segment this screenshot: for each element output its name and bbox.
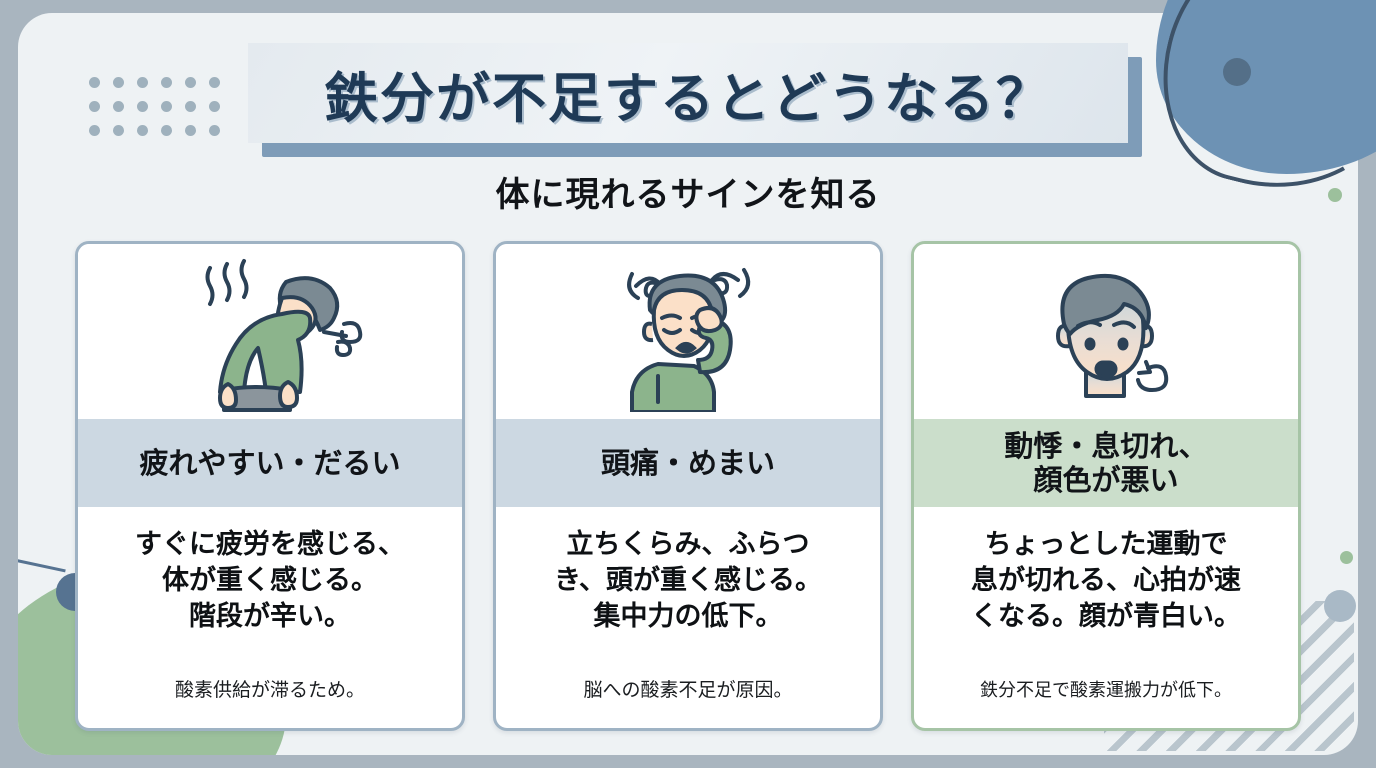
symptom-note: 脳への酸素不足が原因。 — [583, 679, 793, 701]
page-subtitle: 体に現れるサインを知る — [495, 175, 881, 215]
symptom-card-body: ちょっとした運動で 息が切れる、心拍が速 くなる。顔が青白い。 鉄分不足で酸素運… — [914, 507, 1298, 728]
symptom-title: 動悸・息切れ、 顔色が悪い — [1004, 428, 1208, 497]
symptom-card-headache[interactable]: 頭痛・めまい 立ちくらみ、ふらつ き、頭が重く感じる。 集中力の低下。 脳への酸… — [493, 241, 883, 731]
symptom-card-body: すぐに疲労を感じる、 体が重く感じる。 階段が辛い。 酸素供給が滞るため。 — [78, 507, 462, 728]
headache-dizzy-person-icon — [496, 244, 880, 419]
symptom-description: すぐに疲労を感じる、 体が重く感じる。 階段が辛い。 — [135, 529, 405, 632]
pale-face-icon — [914, 244, 1298, 419]
symptom-card-title-band: 疲れやすい・だるい — [78, 419, 462, 507]
symptom-description: 立ちくらみ、ふらつ き、頭が重く感じる。 集中力の低下。 — [553, 529, 823, 632]
symptom-title: 疲れやすい・だるい — [139, 445, 401, 480]
page-title: 鉄分が不足するとどうなる？ — [324, 66, 1052, 130]
symptom-card-body: 立ちくらみ、ふらつ き、頭が重く感じる。 集中力の低下。 脳への酸素不足が原因。 — [496, 507, 880, 728]
title-banner: 鉄分が不足するとどうなる？ — [248, 43, 1142, 157]
symptom-note: 酸素供給が滞るため。 — [174, 679, 365, 701]
infographic-panel: 鉄分が不足するとどうなる？ 体に現れるサインを知る — [18, 13, 1358, 755]
symptom-card-title-band: 動悸・息切れ、 顔色が悪い — [914, 419, 1298, 507]
symptom-note: 鉄分不足で酸素運搬力が低下。 — [980, 680, 1232, 701]
tired-person-icon — [78, 244, 462, 419]
symptom-card-fatigue[interactable]: 疲れやすい・だるい すぐに疲労を感じる、 体が重く感じる。 階段が辛い。 酸素供… — [75, 241, 465, 731]
title-banner-band: 鉄分が不足するとどうなる？ — [248, 43, 1128, 143]
symptom-description: ちょっとした運動で 息が切れる、心拍が速 くなる。顔が青白い。 — [971, 529, 1241, 632]
symptom-card-list: 疲れやすい・だるい すぐに疲労を感じる、 体が重く感じる。 階段が辛い。 酸素供… — [18, 241, 1358, 731]
header: 鉄分が不足するとどうなる？ 体に現れるサインを知る — [18, 13, 1358, 216]
symptom-title: 頭痛・めまい — [600, 445, 775, 480]
symptom-card-palpitations[interactable]: 動悸・息切れ、 顔色が悪い ちょっとした運動で 息が切れる、心拍が速 くなる。顔… — [911, 241, 1301, 731]
symptom-card-title-band: 頭痛・めまい — [496, 419, 880, 507]
